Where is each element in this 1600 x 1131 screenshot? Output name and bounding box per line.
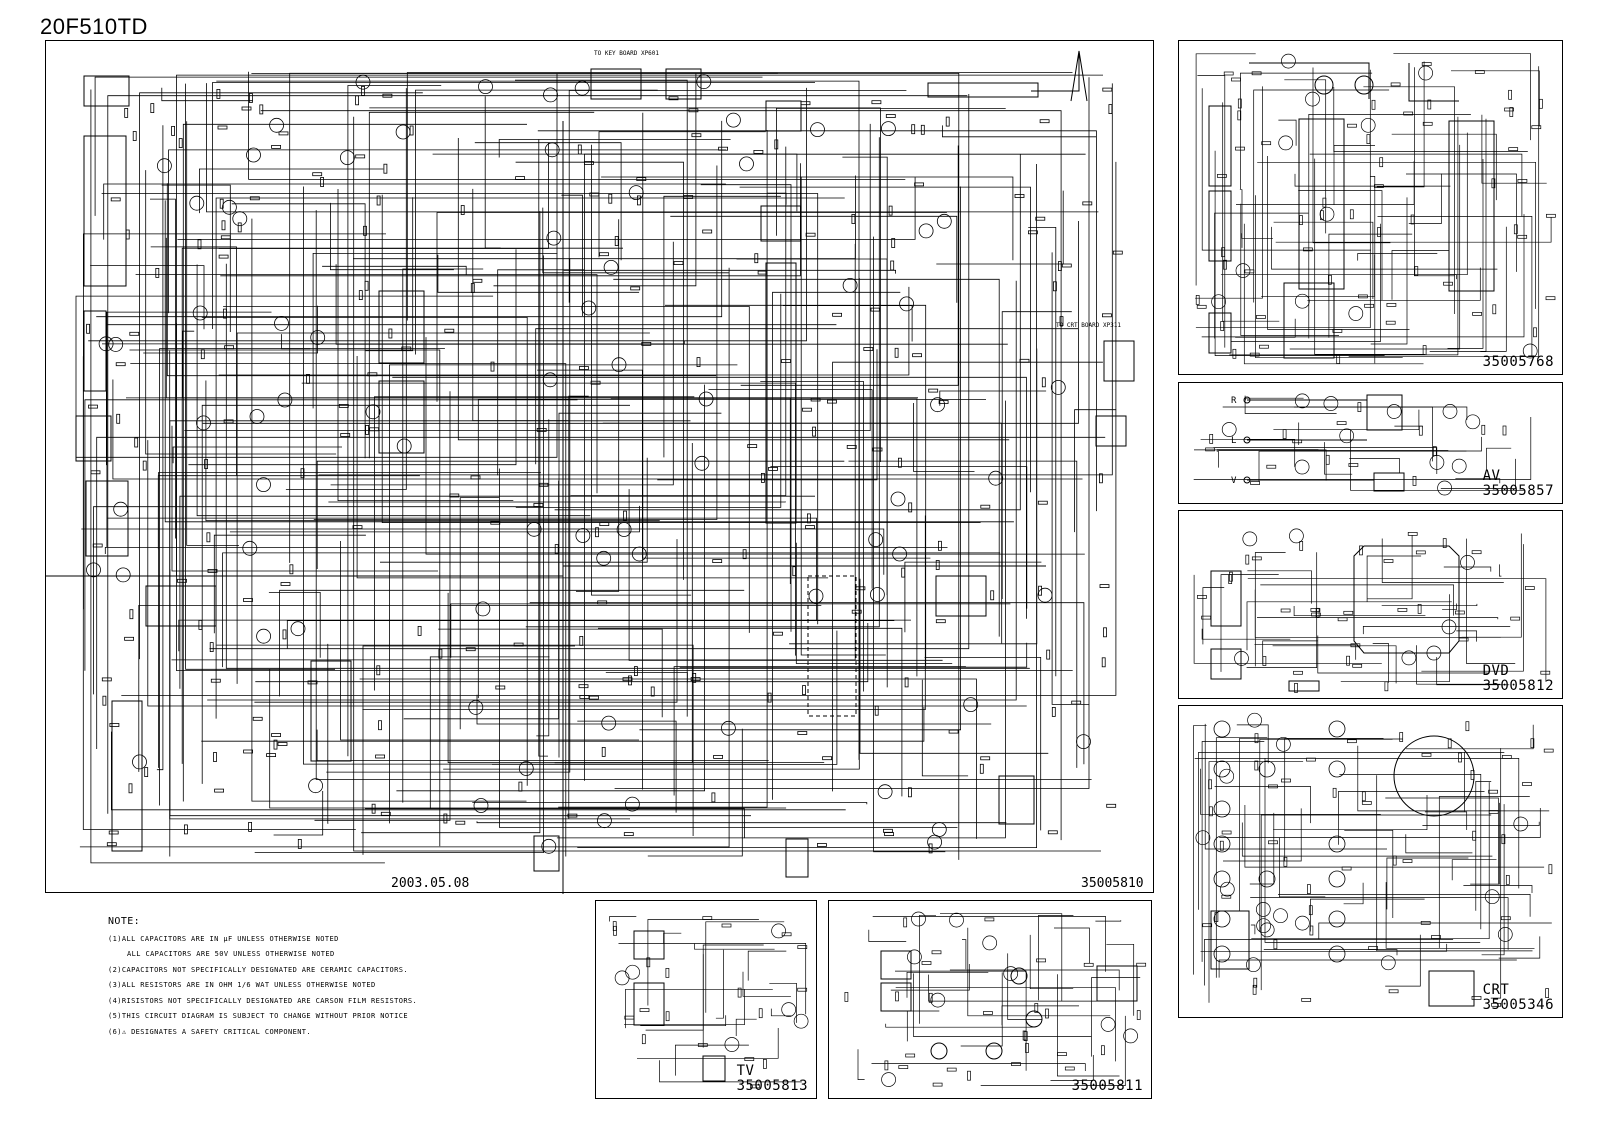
board-tv-schematic — [609, 916, 809, 1089]
board-av-label: AV 35005857 — [1483, 469, 1554, 499]
main-board-panel: TO KEY BOARD XP601 TO CRT BOARD XP311 20… — [45, 40, 1154, 894]
main-board-schematic: TO KEY BOARD XP601 TO CRT BOARD XP311 — [46, 50, 1135, 894]
note-line: (1)ALL CAPACITORS ARE IN µF UNLESS OTHER… — [108, 934, 339, 943]
board-panel-av: R L V AV 35005857 — [1178, 382, 1563, 504]
notes-heading: NOTE: — [108, 916, 141, 927]
note-line: (6)⚠ DESIGNATES A SAFETY CRITICAL COMPON… — [108, 1027, 312, 1036]
document-title: 20F510TD — [40, 14, 148, 39]
note-line: (4)RISISTORS NOT SPECIFICALLY DESIGNATED… — [108, 996, 418, 1005]
board-35005768-label: 35005768 — [1483, 355, 1554, 370]
board-name: TV — [736, 1063, 755, 1079]
note-line: ALL CAPACITORS ARE 50V UNLESS OTHERWISE … — [127, 950, 335, 958]
board-35005768-schematic — [1195, 53, 1556, 365]
board-panel-35005811: 35005811 — [828, 900, 1152, 1099]
board-dvd-label: DVD 35005812 — [1483, 664, 1554, 694]
main-part-number: 35005810 — [1081, 876, 1144, 891]
board-av-schematic: R L V — [1193, 393, 1532, 496]
board-35005811-label: 35005811 — [1072, 1079, 1143, 1094]
board-crt-schematic — [1193, 712, 1554, 1007]
board-name: DVD — [1482, 663, 1510, 679]
board-number: 35005857 — [1482, 483, 1554, 499]
board-number: 35005346 — [1482, 997, 1554, 1013]
board-number: 35005811 — [1071, 1078, 1143, 1094]
av-v-pin: V — [1231, 476, 1237, 486]
notes-block: NOTE: (1)ALL CAPACITORS ARE IN µF UNLESS… — [108, 914, 578, 1040]
note-line: (5)THIS CIRCUIT DIAGRAM IS SUBJECT TO CH… — [108, 1012, 408, 1020]
board-crt-label: CRT 35005346 — [1483, 983, 1554, 1013]
board-dvd-schematic — [1193, 528, 1551, 693]
board-panel-crt: CRT 35005346 — [1178, 705, 1563, 1018]
main-date: 2003.05.08 — [391, 876, 470, 891]
board-tv-label: TV 35005813 — [737, 1064, 808, 1094]
av-l-pin: L — [1231, 436, 1236, 446]
board-panel-dvd: DVD 35005812 — [1178, 510, 1563, 699]
board-name: AV — [1482, 468, 1501, 484]
crt-board-label: TO CRT BOARD XP311 — [1056, 322, 1121, 329]
board-35005811-schematic — [844, 911, 1147, 1087]
key-board-label: TO KEY BOARD XP601 — [594, 50, 659, 57]
board-name: CRT — [1482, 982, 1510, 998]
board-number: 35005768 — [1482, 354, 1554, 370]
note-line: (3)ALL RESISTORS ARE IN OHM 1/6 WAT UNLE… — [108, 981, 376, 989]
av-r-pin: R — [1231, 396, 1237, 406]
board-number: 35005812 — [1482, 678, 1554, 694]
board-number: 35005813 — [736, 1078, 808, 1094]
note-line: (2)CAPACITORS NOT SPECIFICALLY DESIGNATE… — [108, 965, 408, 974]
board-panel-35005768: 35005768 — [1178, 40, 1563, 375]
board-panel-tv: TV 35005813 — [595, 900, 817, 1099]
